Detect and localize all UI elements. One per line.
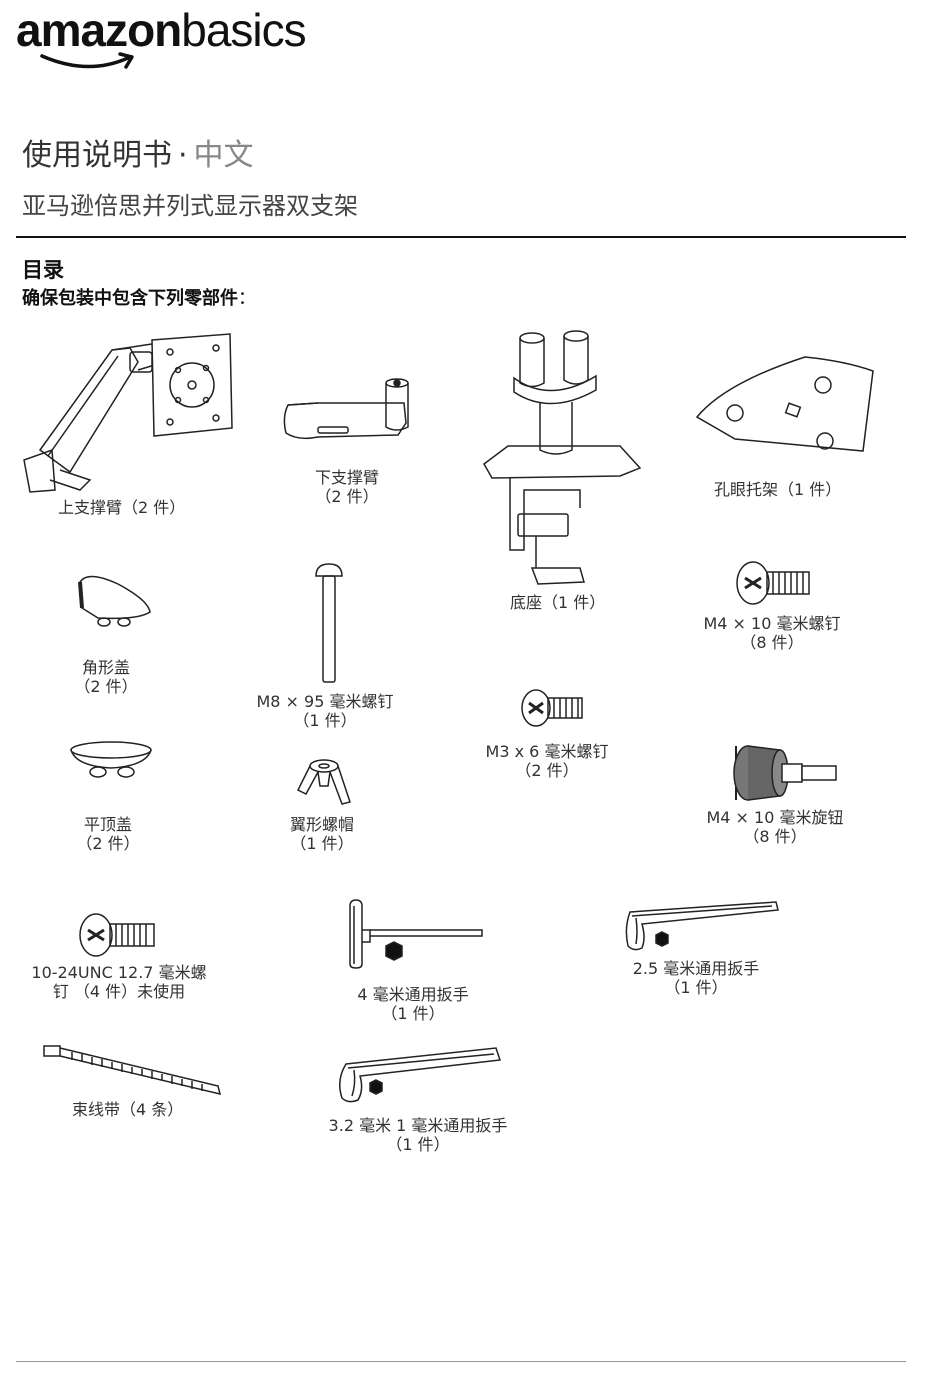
- part-label-line1: M4 × 10 毫米旋钮: [700, 808, 850, 827]
- part-label-4mm-wrench: 4 毫米通用扳手 （1 件）: [350, 985, 476, 1023]
- part-label-2.5mm-wrench: 2.5 毫米通用扳手 （1 件）: [626, 959, 766, 997]
- part-label-m3-screw: M3 x 6 毫米螺钉 （2 件）: [482, 742, 612, 780]
- part-label-line1: 孔眼托架（1 件）: [714, 480, 841, 499]
- part-label-unc-screw: 10-24UNC 12.7 毫米螺 钉 （4 件）未使用: [26, 963, 212, 1001]
- contents-subheading-text: 确保包装中包含下列零部件: [22, 288, 238, 309]
- m4-screw-illustration: [735, 560, 811, 606]
- part-label-line2: （2 件）: [72, 677, 140, 696]
- 2.5mm-wrench-illustration: [622, 898, 782, 958]
- part-label-line1: 3.2 毫米 1 毫米通用扳手: [322, 1116, 514, 1135]
- part-label-line2: （8 件）: [700, 633, 844, 652]
- part-label-3.2mm-wrench: 3.2 毫米 1 毫米通用扳手 （1 件）: [322, 1116, 514, 1154]
- upper-arm-illustration: [20, 330, 235, 495]
- contents-subheading: 确保包装中包含下列零部件：: [22, 284, 256, 310]
- part-label-line1: 下支撑臂: [312, 468, 382, 487]
- part-label-upper-arm: 上支撑臂（2 件）: [58, 498, 185, 517]
- contents-heading: 目录: [22, 254, 64, 284]
- product-name: 亚马逊倍思并列式显示器双支架: [22, 186, 358, 221]
- part-label-line2: （2 件）: [74, 834, 142, 853]
- part-label-line1: M4 × 10 毫米螺钉: [700, 614, 844, 633]
- part-label-line2: （1 件）: [252, 711, 398, 730]
- part-label-line2: （1 件）: [322, 1135, 514, 1154]
- part-label-line1: M3 x 6 毫米螺钉: [482, 742, 612, 761]
- part-label-line1: 2.5 毫米通用扳手: [626, 959, 766, 978]
- part-label-line2: （1 件）: [626, 978, 766, 997]
- part-label-line2: （8 件）: [700, 827, 850, 846]
- lower-arm-illustration: [278, 375, 418, 455]
- part-label-line1: M8 × 95 毫米螺钉: [252, 692, 398, 711]
- logo-text-light: basics: [181, 4, 305, 56]
- part-label-line1: 角形盖: [72, 658, 140, 677]
- language-label: 中文: [194, 138, 254, 173]
- flat-cap-illustration: [68, 740, 154, 780]
- 3.2mm-wrench-illustration: [336, 1046, 504, 1106]
- 4mm-wrench-illustration: [346, 898, 486, 970]
- cable-tie-illustration: [42, 1042, 224, 1096]
- logo-smile-icon: [40, 50, 140, 74]
- part-label-angle-cap: 角形盖 （2 件）: [72, 658, 140, 696]
- part-label-grommet-bracket: 孔眼托架（1 件）: [714, 480, 841, 499]
- long-screw-illustration: [314, 562, 344, 686]
- amazonbasics-logo: amazonbasics: [16, 4, 306, 56]
- header-divider: [16, 236, 906, 238]
- angle-cap-illustration: [78, 572, 154, 630]
- grommet-bracket-illustration: [695, 355, 875, 455]
- wing-nut-illustration: [294, 758, 354, 808]
- part-label-lower-arm: 下支撑臂 （2 件）: [312, 468, 382, 506]
- part-label-flat-cap: 平顶盖 （2 件）: [74, 815, 142, 853]
- part-label-cable-tie: 束线带（4 条）: [72, 1100, 183, 1119]
- contents-subheading-colon: ：: [238, 288, 256, 309]
- part-label-line1: 底座（1 件）: [510, 593, 605, 612]
- logo-text-bold: amazon: [16, 4, 181, 56]
- part-label-wing-nut: 翼形螺帽 （1 件）: [284, 815, 360, 853]
- part-label-m4-screw: M4 × 10 毫米螺钉 （8 件）: [700, 614, 844, 652]
- part-label-line1: 平顶盖: [74, 815, 142, 834]
- part-label-line2: （2 件）: [482, 761, 612, 780]
- part-label-line2: （1 件）: [350, 1004, 476, 1023]
- part-label-line1: 翼形螺帽: [284, 815, 360, 834]
- title-separator: ·: [178, 138, 188, 173]
- part-label-line1: 束线带（4 条）: [72, 1100, 183, 1119]
- part-label-line1: 10-24UNC 12.7 毫米螺: [26, 963, 212, 982]
- manual-title: 使用说明书·中文: [22, 130, 254, 174]
- part-label-line2: （1 件）: [284, 834, 360, 853]
- part-label-line1: 上支撑臂（2 件）: [58, 498, 185, 517]
- part-label-knob: M4 × 10 毫米旋钮 （8 件）: [700, 808, 850, 846]
- manual-label: 使用说明书: [22, 138, 172, 173]
- part-label-base: 底座（1 件）: [510, 593, 605, 612]
- part-label-line2: 钉 （4 件）未使用: [26, 982, 212, 1001]
- part-label-line1: 4 毫米通用扳手: [350, 985, 476, 1004]
- m3-screw-illustration: [520, 688, 584, 728]
- part-label-line2: （2 件）: [312, 487, 382, 506]
- unc-screw-illustration: [78, 912, 156, 958]
- part-label-long-screw: M8 × 95 毫米螺钉 （1 件）: [252, 692, 398, 730]
- footer-divider: [16, 1361, 906, 1362]
- knob-illustration: [730, 742, 840, 804]
- base-illustration: [480, 328, 645, 590]
